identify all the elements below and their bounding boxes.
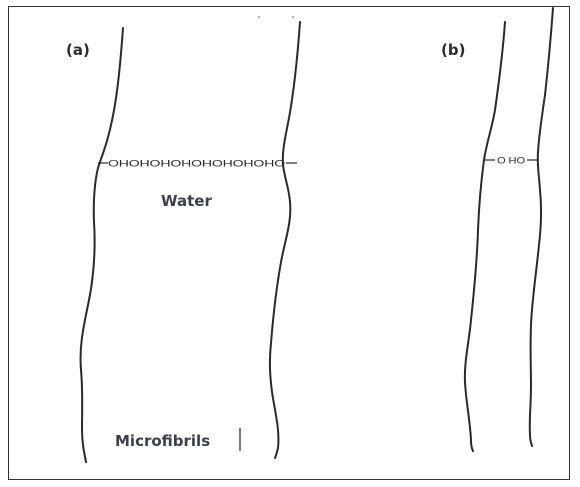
panel-a-hydrogen-bond-chain: OHOHOHOHOHOHOHOHO bbox=[108, 159, 285, 170]
panel-b-label: (b) bbox=[441, 41, 465, 59]
microfibrils-label: Microfibrils bbox=[115, 432, 210, 450]
panel-a-label: (a) bbox=[66, 41, 90, 59]
panel-a-right-microfibril bbox=[270, 22, 300, 458]
panel-b-right-microfibril bbox=[530, 8, 553, 446]
panel-b-hydrogen-bond-chain: O HO bbox=[497, 156, 525, 167]
stray-speck bbox=[292, 16, 294, 18]
water-label: Water bbox=[161, 192, 212, 210]
panel-a-left-microfibril bbox=[81, 28, 123, 462]
panel-b-left-microfibril bbox=[465, 22, 505, 451]
stray-speck bbox=[258, 16, 260, 18]
